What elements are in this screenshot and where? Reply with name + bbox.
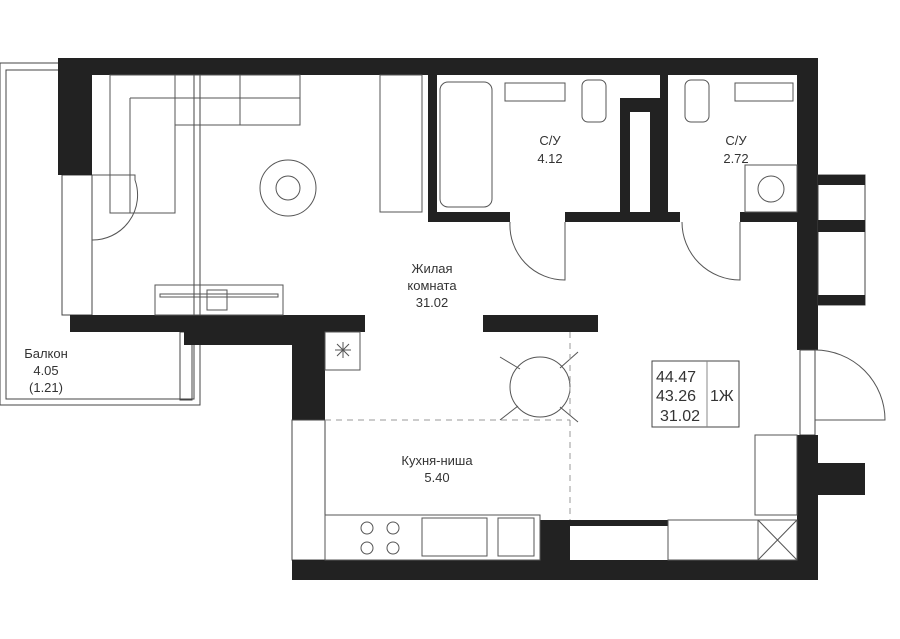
room-area: 4.05 — [33, 363, 58, 378]
area-summary: 44.47 43.26 31.02 1Ж — [651, 360, 740, 428]
room-bath-1: С/У 4.12 — [537, 133, 562, 166]
area-without-balcony: 43.26 — [656, 388, 696, 405]
living-area: 31.02 — [660, 408, 700, 425]
doors — [91, 174, 886, 421]
room-name: Кухня-ниша — [401, 453, 473, 468]
total-area: 44.47 — [656, 369, 696, 386]
room-balcony: Балкон 4.05 (1.21) — [24, 346, 68, 395]
room-name-2: комната — [407, 278, 457, 293]
room-living: Жилая комната 31.02 — [407, 261, 457, 310]
room-area-reduced: (1.21) — [29, 380, 63, 395]
room-area: 4.12 — [537, 151, 562, 166]
room-name: С/У — [725, 133, 747, 148]
walls — [58, 58, 866, 580]
room-bath-2: С/У 2.72 — [723, 133, 748, 166]
room-kitchen: Кухня-ниша 5.40 — [401, 453, 473, 485]
room-name: Жилая — [411, 261, 452, 276]
room-area: 31.02 — [416, 295, 449, 310]
apartment-type: 1Ж — [710, 388, 734, 405]
room-area: 2.72 — [723, 151, 748, 166]
room-area: 5.40 — [424, 470, 449, 485]
room-name: Балкон — [24, 346, 68, 361]
furniture — [109, 74, 798, 561]
room-name: С/У — [539, 133, 561, 148]
